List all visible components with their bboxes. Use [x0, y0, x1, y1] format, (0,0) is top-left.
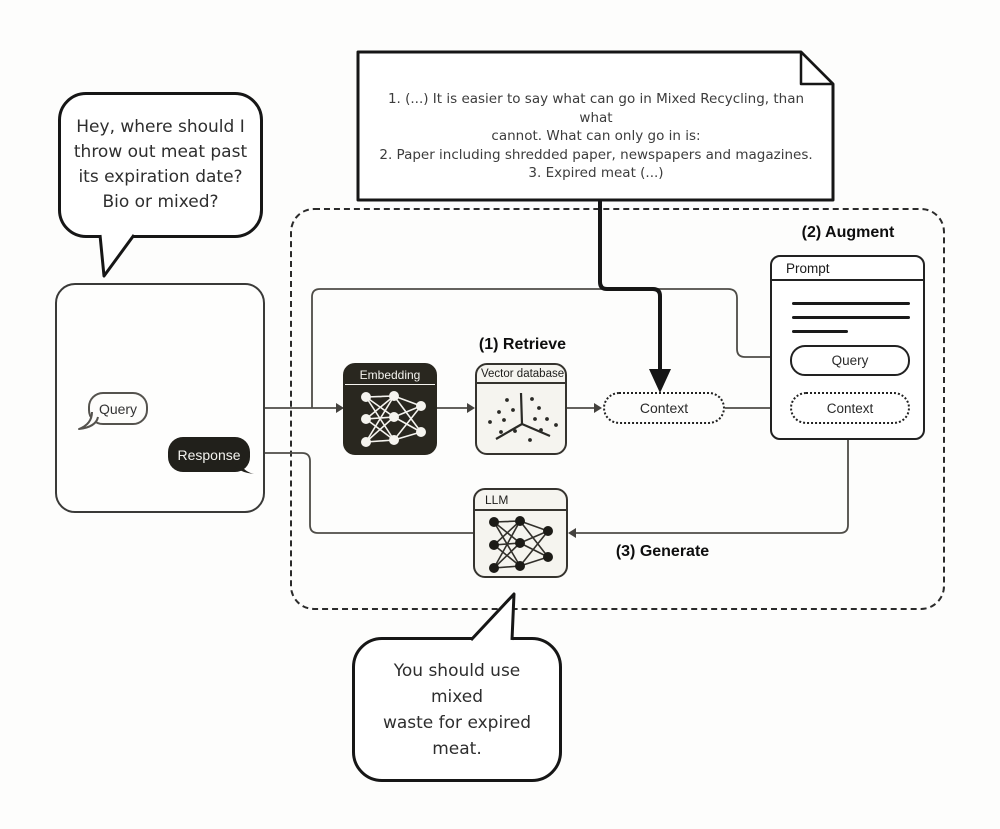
embedding-box: Embedding: [343, 363, 437, 455]
neural-network-icon: [489, 516, 553, 573]
prompt-box: Prompt Query Context: [770, 255, 925, 440]
device-panel: [55, 283, 265, 513]
arrow-llm-to-response: [260, 452, 473, 534]
device-query-label: Query: [98, 400, 138, 417]
prompt-text-line: [792, 316, 910, 319]
vector-db-title: Vector database: [477, 365, 565, 384]
answer-line: waste for expired: [382, 712, 532, 733]
device-query-bubble: Query: [88, 392, 148, 425]
question-line: Hey, where should I: [76, 117, 245, 137]
question-line: its expiration date?: [78, 167, 243, 187]
step-generate-label: (3) Generate: [615, 543, 710, 560]
context-label: Context: [639, 400, 689, 416]
answer-bubble: You should use mixed waste for expired m…: [352, 637, 562, 782]
arrow-prompt-to-llm: [576, 440, 849, 534]
answer-line: mixed: [430, 686, 484, 707]
answer-line: You should use: [393, 660, 521, 681]
arrowhead: [467, 403, 475, 413]
vector-db-box: Vector database: [475, 363, 567, 455]
note-dogear-icon: [799, 50, 835, 86]
prompt-text-line: [792, 302, 910, 305]
context-node: Context: [603, 392, 725, 424]
llm-box: LLM: [473, 488, 568, 578]
prompt-context-label: Context: [826, 400, 874, 416]
prompt-title: Prompt: [772, 257, 923, 281]
question-bubble: Hey, where should I throw out meat past …: [58, 92, 263, 238]
prompt-text-line: [792, 330, 848, 333]
arrowhead-large: [649, 369, 671, 393]
note-line: 1. (...) It is easier to say what can go…: [387, 91, 805, 126]
device-response-bubble: Response: [168, 437, 250, 472]
arrow-note-to-context: [598, 200, 662, 371]
prompt-query-label: Query: [831, 353, 869, 368]
note-line: 2. Paper including shredded paper, newsp…: [379, 146, 813, 163]
step-augment-label: (2) Augment: [801, 224, 895, 241]
answer-line: meat.: [432, 738, 482, 759]
question-line: Bio or mixed?: [102, 192, 219, 212]
pipeline-container: [290, 208, 945, 610]
note-line: 3. Expired meat (...): [528, 165, 664, 181]
vector-scatter-icon: [488, 392, 558, 442]
note-line: cannot. What can only go in is:: [491, 128, 701, 144]
neural-network-icon: [361, 391, 426, 447]
arrowhead: [568, 528, 576, 538]
prompt-query-slot: Query: [790, 345, 910, 376]
arrowhead: [594, 403, 602, 413]
retrieved-note-text: 1. (...) It is easier to say what can go…: [372, 90, 820, 183]
llm-title: LLM: [475, 490, 566, 511]
arrowhead: [336, 403, 344, 413]
note-shape: [356, 50, 835, 202]
prompt-context-slot: Context: [790, 392, 910, 424]
device-response-label: Response: [177, 446, 241, 463]
step-retrieve-label: (1) Retrieve: [478, 336, 567, 353]
question-line: throw out meat past: [73, 142, 248, 162]
arrow-query-branch-to-prompt: [311, 288, 779, 408]
embedding-title: Embedding: [345, 365, 435, 385]
